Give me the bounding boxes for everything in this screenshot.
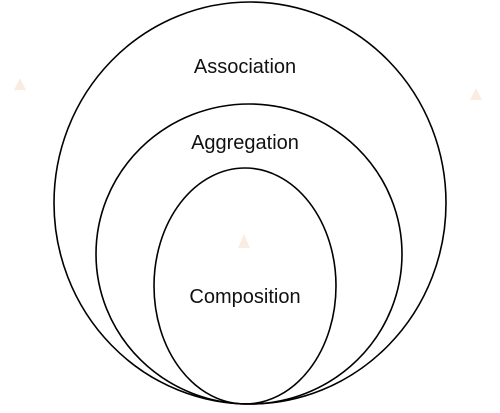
- aggregation-label: Aggregation: [191, 132, 299, 154]
- composition-label: Composition: [189, 286, 300, 308]
- watermark-mark-left: [14, 78, 26, 90]
- watermark-mark-right: [470, 88, 482, 100]
- composition-ellipse: [153, 167, 337, 405]
- association-label: Association: [194, 56, 296, 78]
- watermark-mark-center: [238, 234, 250, 248]
